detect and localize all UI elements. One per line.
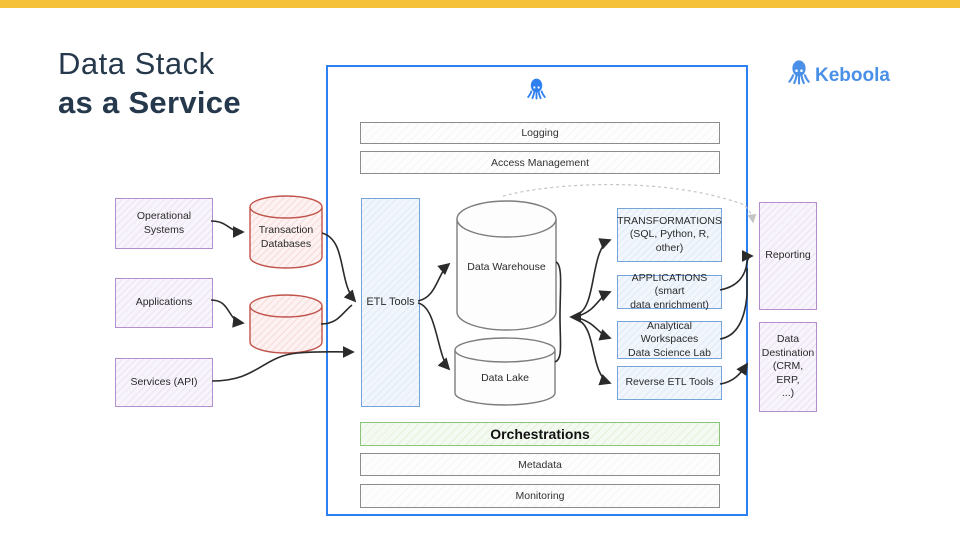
top-accent-bar (0, 0, 960, 8)
data-lake-label: Data Lake (481, 372, 529, 385)
reporting-box: Reporting (759, 202, 817, 310)
transaction-db-label: Transaction Databases (258, 224, 314, 250)
title-line-1: Data Stack (58, 46, 215, 81)
reverse-etl-box: Reverse ETL Tools (617, 366, 722, 400)
page-title: Data Stack as a Service (58, 44, 241, 122)
platform-octopus-icon (527, 77, 546, 107)
keboola-wordmark: Keboola (815, 64, 890, 86)
arrow-applications-to-db2 (210, 299, 245, 328)
source-services-api: Services (API) (115, 358, 213, 407)
octopus-icon (788, 59, 810, 92)
logging-bar: Logging (360, 122, 720, 144)
applications-enrichment-box: APPLICATIONS (smart data enrichment) (617, 272, 722, 311)
title-line-2: as a Service (58, 85, 241, 120)
transformations-box: TRANSFORMATIONS (SQL, Python, R, other) (617, 208, 722, 262)
source-applications: Applications (115, 278, 213, 328)
data-destination-box: Data Destination (CRM, ERP, ...) (759, 322, 817, 412)
etl-tools-box: ETL Tools (361, 198, 420, 407)
data-warehouse-label: Data Warehouse (467, 261, 546, 274)
keboola-logo: Keboola (788, 59, 890, 92)
access-management-bar: Access Management (360, 151, 720, 174)
arrow-opsystems-to-db (210, 220, 245, 238)
monitoring-bar: Monitoring (360, 484, 720, 508)
metadata-bar: Metadata (360, 453, 720, 476)
orchestrations-bar: Orchestrations (360, 422, 720, 446)
source-operational-systems: Operational Systems (115, 198, 213, 249)
analytical-workspaces-box: Analytical Workspaces Data Science Lab (617, 320, 722, 359)
transaction-db-cylinder-2 (249, 294, 323, 354)
